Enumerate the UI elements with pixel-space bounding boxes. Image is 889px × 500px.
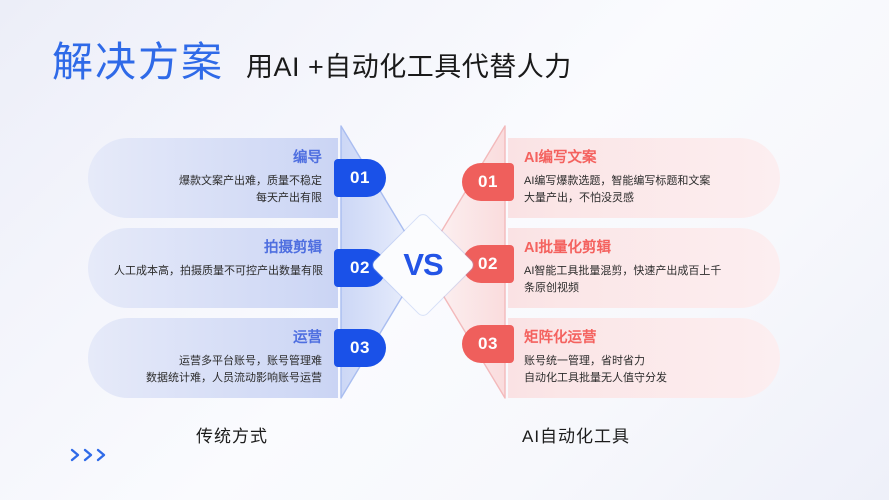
card-body: AI智能工具批量混剪，快速产出成百上千 条原创视频: [524, 263, 754, 297]
card-body: AI编写爆款选题，智能编写标题和文案 大量产出，不怕没灵感: [524, 173, 754, 207]
chevrons-right-icon: [70, 448, 107, 462]
vs-marker: VS: [370, 212, 476, 318]
badge-right-01: 01: [462, 163, 514, 201]
list-item[interactable]: 运营 运营多平台账号，账号管理难 数据统计难，人员流动影响账号运营: [88, 318, 338, 398]
card-body-line: 大量产出，不怕没灵感: [524, 191, 634, 204]
card-body-line: 运营多平台账号，账号管理难: [179, 354, 322, 367]
card-body-line: 数据统计难，人员流动影响账号运营: [146, 371, 322, 384]
traditional-footer-label: 传统方式: [196, 427, 268, 446]
page-header: 解决方案 用AI +自动化工具代替人力: [52, 42, 572, 83]
card-body: 运营多平台账号，账号管理难 数据统计难，人员流动影响账号运营: [114, 353, 322, 387]
card-body: 爆款文案产出难，质量不稳定 每天产出有限: [114, 173, 322, 207]
traditional-column: 编导 爆款文案产出难，质量不稳定 每天产出有限 拍摄剪辑 人工成本高，拍摄质量不…: [88, 138, 338, 408]
card-body-line: 爆款文案产出难，质量不稳定: [179, 174, 322, 187]
card-title: 运营: [293, 330, 322, 346]
card-body-line: AI智能工具批量混剪，快速产出成百上千: [524, 264, 722, 277]
card-body: 人工成本高，拍摄质量不可控产出数量有限: [114, 263, 323, 280]
list-item[interactable]: AI批量化剪辑 AI智能工具批量混剪，快速产出成百上千 条原创视频: [508, 228, 780, 308]
list-item[interactable]: 矩阵化运营 账号统一管理，省时省力 自动化工具批量无人值守分发: [508, 318, 780, 398]
list-item[interactable]: 拍摄剪辑 人工成本高，拍摄质量不可控产出数量有限: [88, 228, 338, 308]
badge-left-01: 01: [334, 159, 386, 197]
card-body-line: 自动化工具批量无人值守分发: [524, 371, 667, 384]
card-title: 编导: [293, 150, 322, 166]
card-body-line: 条原创视频: [524, 281, 579, 294]
page-subtitle: 用AI +自动化工具代替人力: [246, 52, 572, 82]
card-body-line: 人工成本高，拍摄质量不可控产出数量有限: [114, 264, 323, 277]
card-body: 账号统一管理，省时省力 自动化工具批量无人值守分发: [524, 353, 754, 387]
vs-label: VS: [403, 247, 443, 282]
card-title: AI编写文案: [524, 150, 597, 166]
card-title: 拍摄剪辑: [264, 240, 322, 256]
list-item[interactable]: 编导 爆款文案产出难，质量不稳定 每天产出有限: [88, 138, 338, 218]
ai-footer-label: AI自动化工具: [522, 427, 631, 446]
badge-right-03: 03: [462, 325, 514, 363]
badge-left-03: 03: [334, 329, 386, 367]
card-body-line: 账号统一管理，省时省力: [524, 354, 645, 367]
card-body-line: 每天产出有限: [256, 191, 322, 204]
card-title: AI批量化剪辑: [524, 240, 611, 256]
ai-column: AI编写文案 AI编写爆款选题，智能编写标题和文案 大量产出，不怕没灵感 AI批…: [508, 138, 780, 408]
card-title: 矩阵化运营: [524, 330, 597, 346]
page-title: 解决方案: [52, 39, 224, 85]
list-item[interactable]: AI编写文案 AI编写爆款选题，智能编写标题和文案 大量产出，不怕没灵感: [508, 138, 780, 218]
card-body-line: AI编写爆款选题，智能编写标题和文案: [524, 174, 711, 187]
